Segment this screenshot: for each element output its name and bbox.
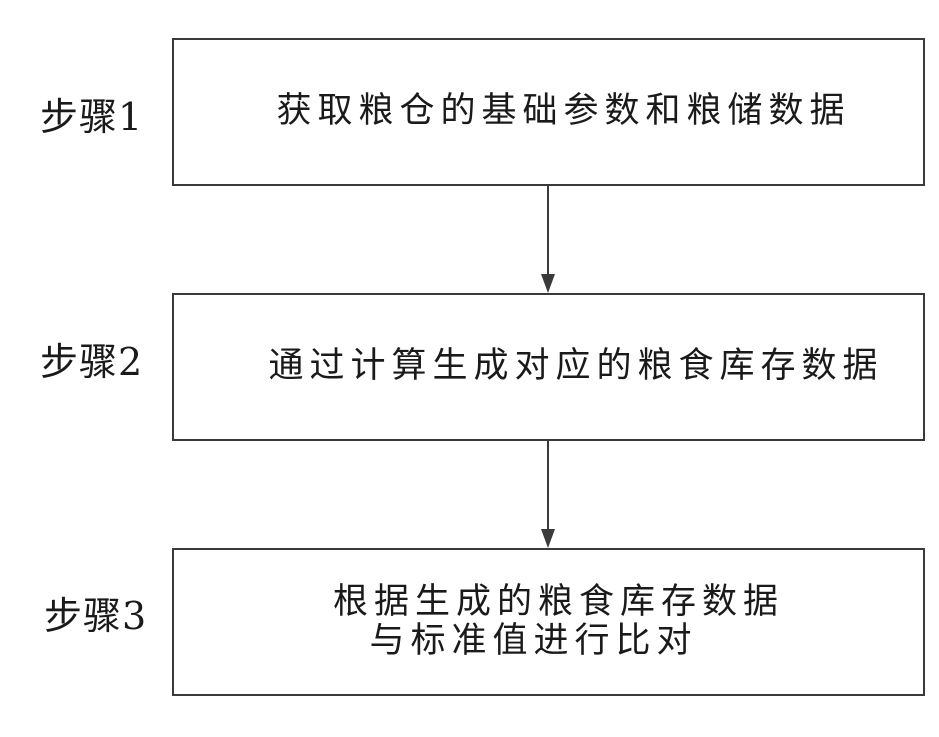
step-1-label: 步骤1 xyxy=(40,98,143,136)
step-2-text: 通过计算生成对应的粮食库存数据 xyxy=(268,347,883,386)
step-2-box: 通过计算生成对应的粮食库存数据 xyxy=(172,293,925,441)
arrow-step2-to-step3 xyxy=(536,441,560,551)
step-3-box: 根据生成的粮食库存数据 与标准值进行比对 xyxy=(172,548,925,696)
step-3-label: 步骤3 xyxy=(44,597,147,635)
step-3-text-line-2: 与标准值进行比对 xyxy=(369,622,697,661)
arrow-step1-to-step2 xyxy=(536,186,560,296)
step-1-box: 获取粮仓的基础参数和粮储数据 xyxy=(172,38,925,186)
step-3-text-line-1: 根据生成的粮食库存数据 xyxy=(333,583,784,622)
step-1-text: 获取粮仓的基础参数和粮储数据 xyxy=(276,92,850,131)
step-2-label: 步骤2 xyxy=(40,343,143,381)
